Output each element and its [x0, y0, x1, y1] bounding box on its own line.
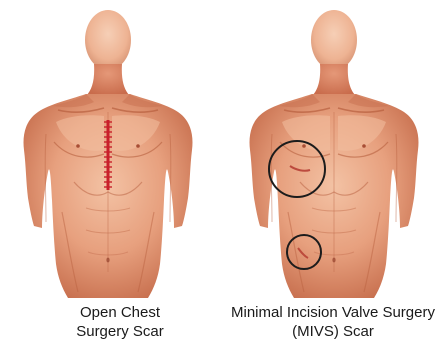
open-chest-caption-line2: Surgery Scar [20, 322, 220, 341]
mivs-caption-line1: Minimal Incision Valve Surgery [222, 303, 444, 322]
open-chest-caption-line1: Open Chest [20, 303, 220, 322]
open-chest-caption: Open Chest Surgery Scar [20, 303, 220, 341]
open-chest-torso [24, 10, 193, 298]
mivs-torso [250, 10, 419, 298]
mivs-caption: Minimal Incision Valve Surgery (MIVS) Sc… [222, 303, 444, 341]
mivs-caption-line2: (MIVS) Scar [222, 322, 444, 341]
